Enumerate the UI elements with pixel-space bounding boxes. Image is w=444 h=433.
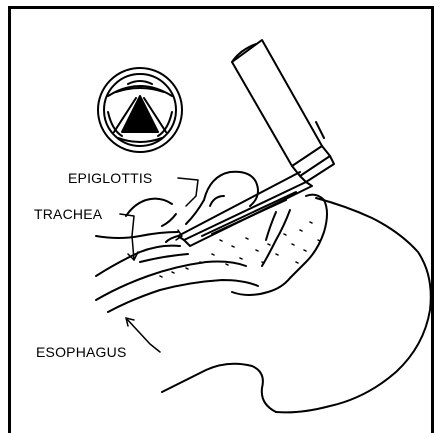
trachea-label: TRACHEA: [34, 207, 102, 221]
esophagus-leader: [126, 318, 160, 352]
esophagus-label: ESOPHAGUS: [36, 345, 127, 359]
vocal-cords-inset: [98, 68, 182, 152]
head-profile: [162, 195, 431, 413]
epiglottis-leader: [178, 178, 198, 206]
epiglottis-label: EPIGLOTTIS: [68, 171, 152, 185]
laryngoscope: [166, 40, 334, 246]
stippling: [160, 222, 320, 277]
